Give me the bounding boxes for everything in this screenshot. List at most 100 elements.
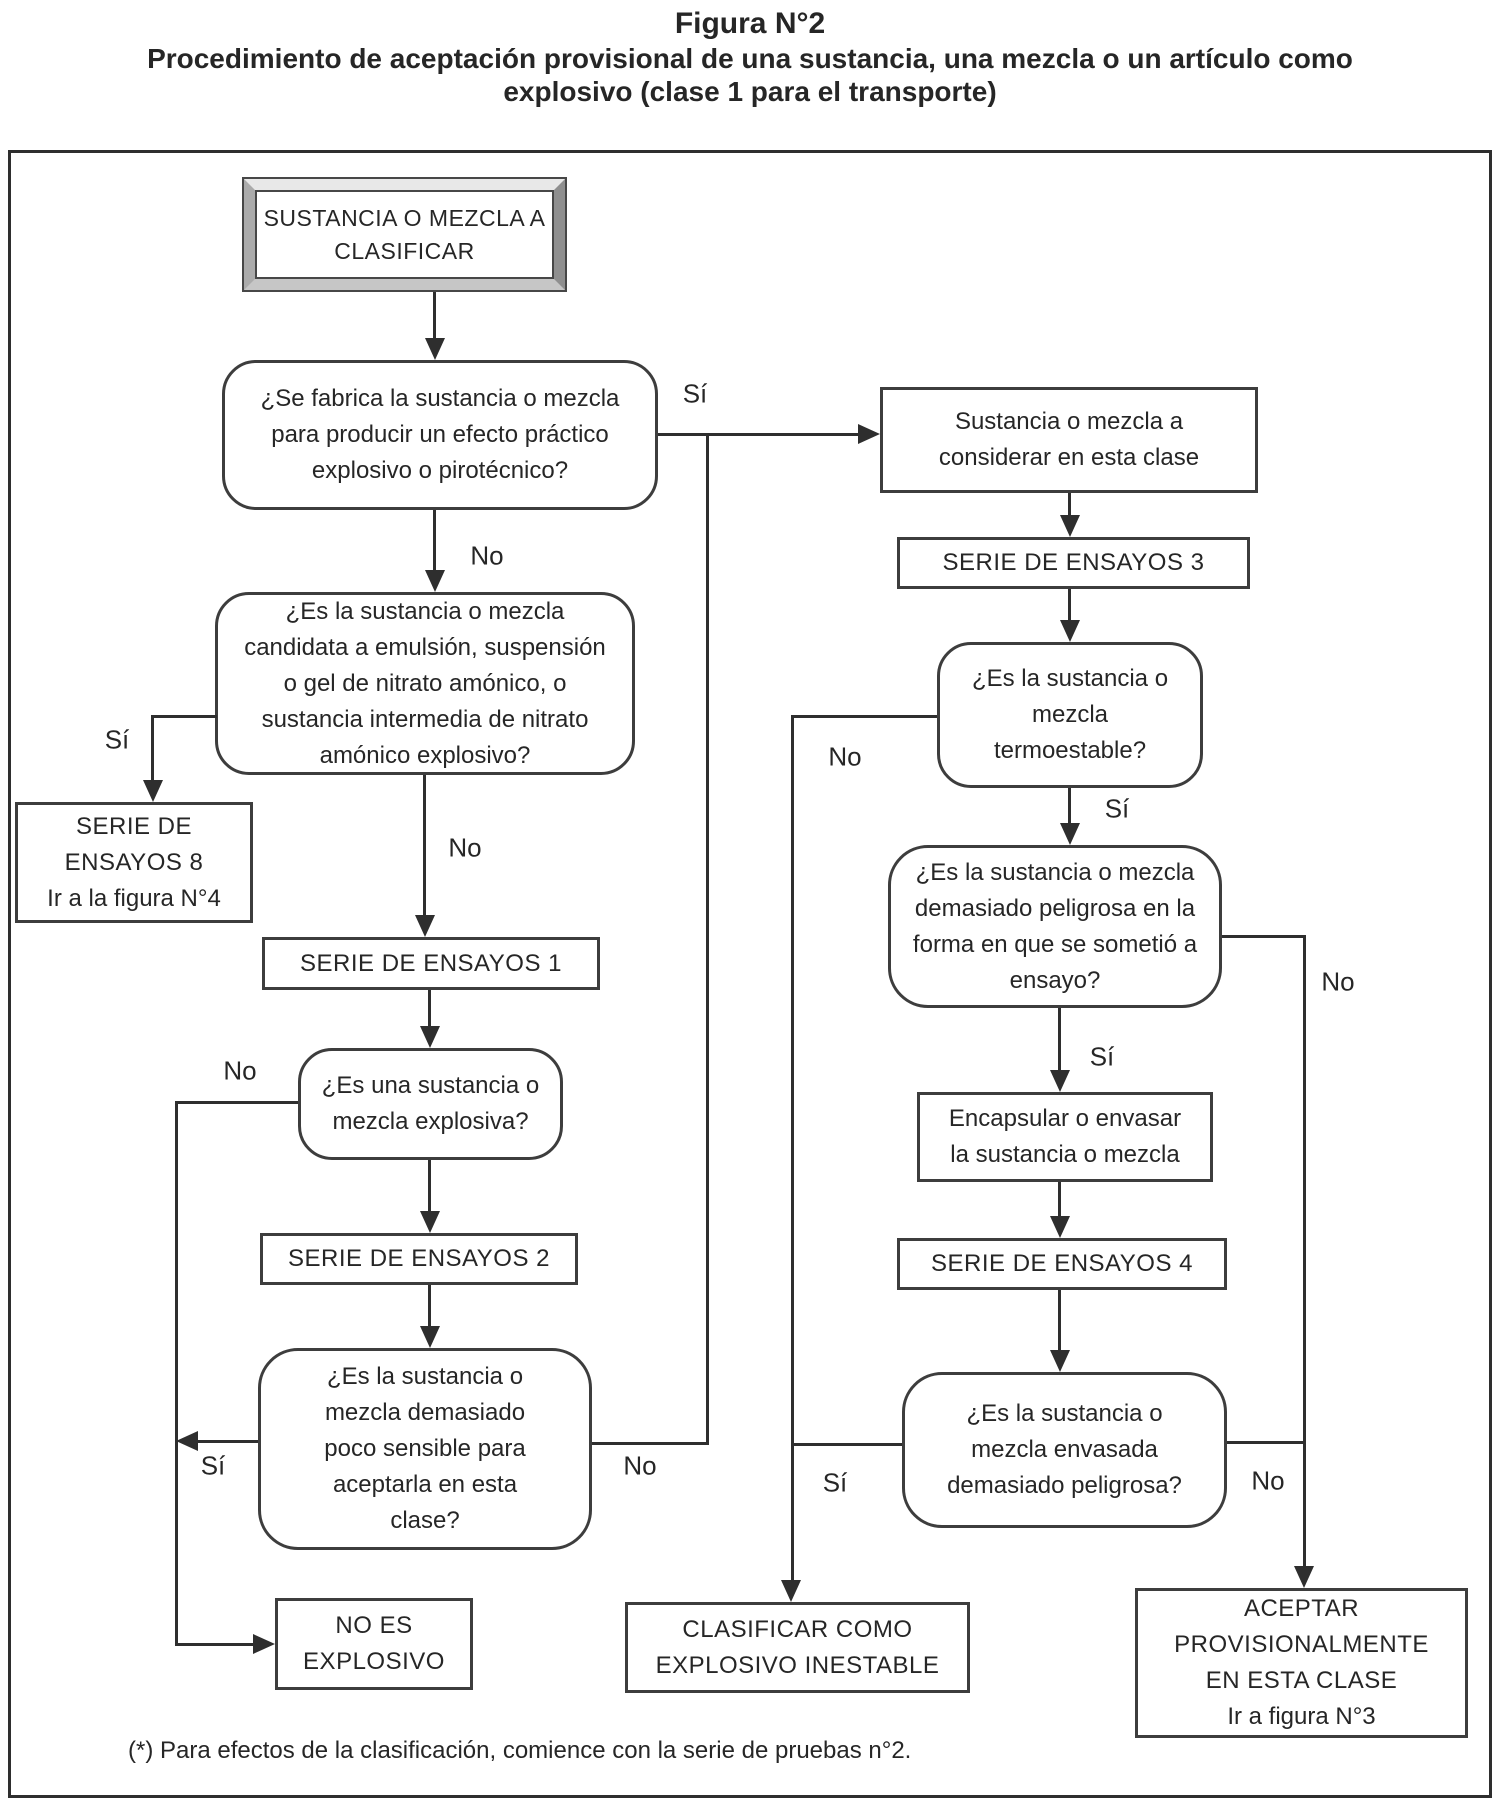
node-decision-envasada-peligrosa: ¿Es la sustancia o mezcla envasada demas… <box>902 1372 1227 1528</box>
node-serie-ensayos-1-label: SERIE DE ENSAYOS 1 <box>300 949 562 977</box>
node-aceptar-provisionalmente-sublabel: Ir a figura N°3 <box>1227 1703 1376 1730</box>
edge-d2-serie8-hline <box>153 715 217 718</box>
edge-considerar-serie3-line <box>1068 493 1071 517</box>
node-clasificar-explosivo-inestable-label: CLASIFICAR COMO EXPLOSIVO INESTABLE <box>655 1615 940 1679</box>
edge-d2-serie8-arrowhead <box>143 780 163 802</box>
node-considerar-en-esta-clase-label: Sustancia o mezcla a considerar en esta … <box>938 408 1200 471</box>
node-decision-peligrosa-ensayo: ¿Es la sustancia o mezcla demasiado peli… <box>888 845 1222 1008</box>
figure-title-block: Figura N°2 Procedimiento de aceptación p… <box>0 6 1500 108</box>
edge-d2-serie1-line <box>423 775 426 917</box>
edge-d4no-merge-vertical-line <box>706 435 709 1445</box>
node-decision-poco-sensible: ¿Es la sustancia o mezcla demasiado poco… <box>258 1348 592 1550</box>
node-serie-ensayos-2-label: SERIE DE ENSAYOS 2 <box>288 1245 550 1272</box>
node-no-es-explosivo: NO ES EXPLOSIVO <box>275 1598 473 1690</box>
node-decision-termoestable: ¿Es la sustancia o mezcla termoestable? <box>937 642 1203 788</box>
edge-serie2-d4-arrowhead <box>420 1326 440 1348</box>
edge-d3-no-line <box>177 1101 298 1104</box>
edge-d7-si-line <box>793 1443 902 1446</box>
edge-d4-no-line <box>592 1442 708 1445</box>
label-d1-no: No <box>470 540 504 571</box>
edge-serie3-d5-line <box>1068 589 1071 622</box>
edge-serie1-d3-arrowhead <box>420 1026 440 1048</box>
edge-d1-considerar-arrowhead <box>858 424 880 444</box>
node-encapsular-envasar: Encapsular o envasar la sustancia o mezc… <box>917 1092 1213 1182</box>
edge-left-rail-line <box>175 1101 178 1646</box>
label-d1-si: Sí <box>682 378 708 409</box>
edge-serie1-d3-line <box>428 990 431 1028</box>
node-decision-termoestable-label: ¿Es la sustancia o mezcla termoestable? <box>971 665 1169 764</box>
edge-d3-serie2-line <box>428 1160 431 1213</box>
edge-d6-no-hline <box>1222 935 1305 938</box>
start-bevel-frame: SUSTANCIA O MEZCLA A CLASIFICAR <box>244 179 565 290</box>
label-d4-si: Sí <box>200 1450 226 1481</box>
edge-d7-no-line <box>1227 1441 1305 1444</box>
node-decision-candidata-nitrato: ¿Es la sustancia o mezcla candidata a em… <box>215 592 635 775</box>
edge-serie4-d7-line <box>1058 1290 1061 1350</box>
edge-d5-d6-line <box>1068 788 1071 825</box>
label-d4-no: No <box>623 1450 657 1481</box>
node-decision-se-fabrica-label: ¿Se fabrica la sustancia o mezcla para p… <box>260 385 620 484</box>
node-serie-ensayos-8-label: SERIE DE ENSAYOS 8 <box>64 812 204 876</box>
edge-rail-noexplosivo-arrowhead <box>253 1634 275 1654</box>
edge-d1-d2-arrowhead <box>425 570 445 592</box>
edge-d6-encapsular-arrowhead <box>1050 1070 1070 1092</box>
footnote: (*) Para efectos de la clasificación, co… <box>128 1737 912 1764</box>
node-serie-ensayos-8-sublabel: Ir a la figura N°4 <box>47 884 221 912</box>
node-decision-poco-sensible-label: ¿Es la sustancia o mezcla demasiado poco… <box>324 1363 526 1534</box>
node-start: SUSTANCIA O MEZCLA A CLASIFICAR <box>242 177 567 292</box>
node-serie-ensayos-8: SERIE DE ENSAYOS 8 Ir a la figura N°4 <box>15 802 253 923</box>
node-start-label: SUSTANCIA O MEZCLA A CLASIFICAR <box>263 204 546 264</box>
edge-encapsular-serie4-arrowhead <box>1050 1216 1070 1238</box>
edge-d5-d6-arrowhead <box>1060 823 1080 845</box>
edge-d3-serie2-arrowhead <box>420 1211 440 1233</box>
node-aceptar-provisionalmente-label: ACEPTAR PROVISIONALMENTE EN ESTA CLASE <box>1174 1595 1429 1694</box>
node-no-es-explosivo-label: NO ES EXPLOSIVO <box>303 1612 445 1675</box>
edge-serie3-d5-arrowhead <box>1060 620 1080 642</box>
edge-considerar-serie3-arrowhead <box>1060 515 1080 537</box>
node-decision-es-explosiva-label: ¿Es una sustancia o mezcla explosiva? <box>321 1072 540 1135</box>
node-decision-es-explosiva: ¿Es una sustancia o mezcla explosiva? <box>298 1048 563 1160</box>
label-d5-no: No <box>828 741 862 772</box>
edge-encapsular-serie4-line <box>1058 1182 1061 1218</box>
edge-rail-aceptar-arrowhead <box>1294 1566 1314 1588</box>
label-d7-no: No <box>1251 1465 1285 1496</box>
edge-serie4-d7-arrowhead <box>1050 1350 1070 1372</box>
node-decision-envasada-peligrosa-label: ¿Es la sustancia o mezcla envasada demas… <box>947 1400 1182 1499</box>
label-d7-si: Sí <box>822 1467 848 1498</box>
label-d3-no: No <box>223 1055 257 1086</box>
edge-clasificar-rail-line <box>791 715 794 1582</box>
node-serie-ensayos-4: SERIE DE ENSAYOS 4 <box>897 1238 1227 1290</box>
edge-d1-considerar-line <box>658 433 860 436</box>
label-d6-no: No <box>1321 966 1355 997</box>
node-clasificar-explosivo-inestable: CLASIFICAR COMO EXPLOSIVO INESTABLE <box>625 1602 970 1693</box>
edge-d1-d2-line <box>433 510 436 572</box>
edge-d2-serie8-vline <box>151 715 154 783</box>
label-d6-si: Sí <box>1089 1041 1115 1072</box>
node-serie-ensayos-3-label: SERIE DE ENSAYOS 3 <box>942 549 1205 576</box>
edge-d2-serie1-arrowhead <box>415 915 435 937</box>
edge-start-d1-arrowhead <box>425 338 445 360</box>
edge-serie2-d4-line <box>428 1285 431 1328</box>
node-aceptar-provisionalmente: ACEPTAR PROVISIONALMENTE EN ESTA CLASE I… <box>1135 1588 1468 1738</box>
edge-rail-clasificar-arrowhead <box>781 1580 801 1602</box>
node-serie-ensayos-2: SERIE DE ENSAYOS 2 <box>260 1233 578 1285</box>
label-d2-si: Sí <box>104 724 130 755</box>
edge-d6-encapsular-line <box>1058 1008 1061 1072</box>
edge-d4-si-arrowhead <box>176 1431 198 1451</box>
edge-start-d1-line <box>433 292 436 340</box>
figure-number: Figura N°2 <box>674 7 826 40</box>
edge-right-rail-line <box>1303 935 1306 1568</box>
figure-subtitle-line1: Procedimiento de aceptación provisional … <box>147 43 1353 74</box>
node-decision-se-fabrica: ¿Se fabrica la sustancia o mezcla para p… <box>222 360 658 510</box>
node-decision-candidata-nitrato-label: ¿Es la sustancia o mezcla candidata a em… <box>244 597 606 769</box>
node-decision-peligrosa-ensayo-label: ¿Es la sustancia o mezcla demasiado peli… <box>912 858 1198 994</box>
node-encapsular-envasar-label: Encapsular o envasar la sustancia o mezc… <box>948 1105 1182 1168</box>
node-considerar-en-esta-clase: Sustancia o mezcla a considerar en esta … <box>880 387 1258 493</box>
node-serie-ensayos-1: SERIE DE ENSAYOS 1 <box>262 937 600 990</box>
label-d2-no: No <box>448 832 482 863</box>
figure-subtitle-line2: explosivo (clase 1 para el transporte) <box>503 76 997 107</box>
node-serie-ensayos-4-label: SERIE DE ENSAYOS 4 <box>931 1250 1193 1277</box>
edge-d5-no-hline <box>793 715 937 718</box>
edge-rail-noexplosivo-line <box>175 1643 255 1646</box>
